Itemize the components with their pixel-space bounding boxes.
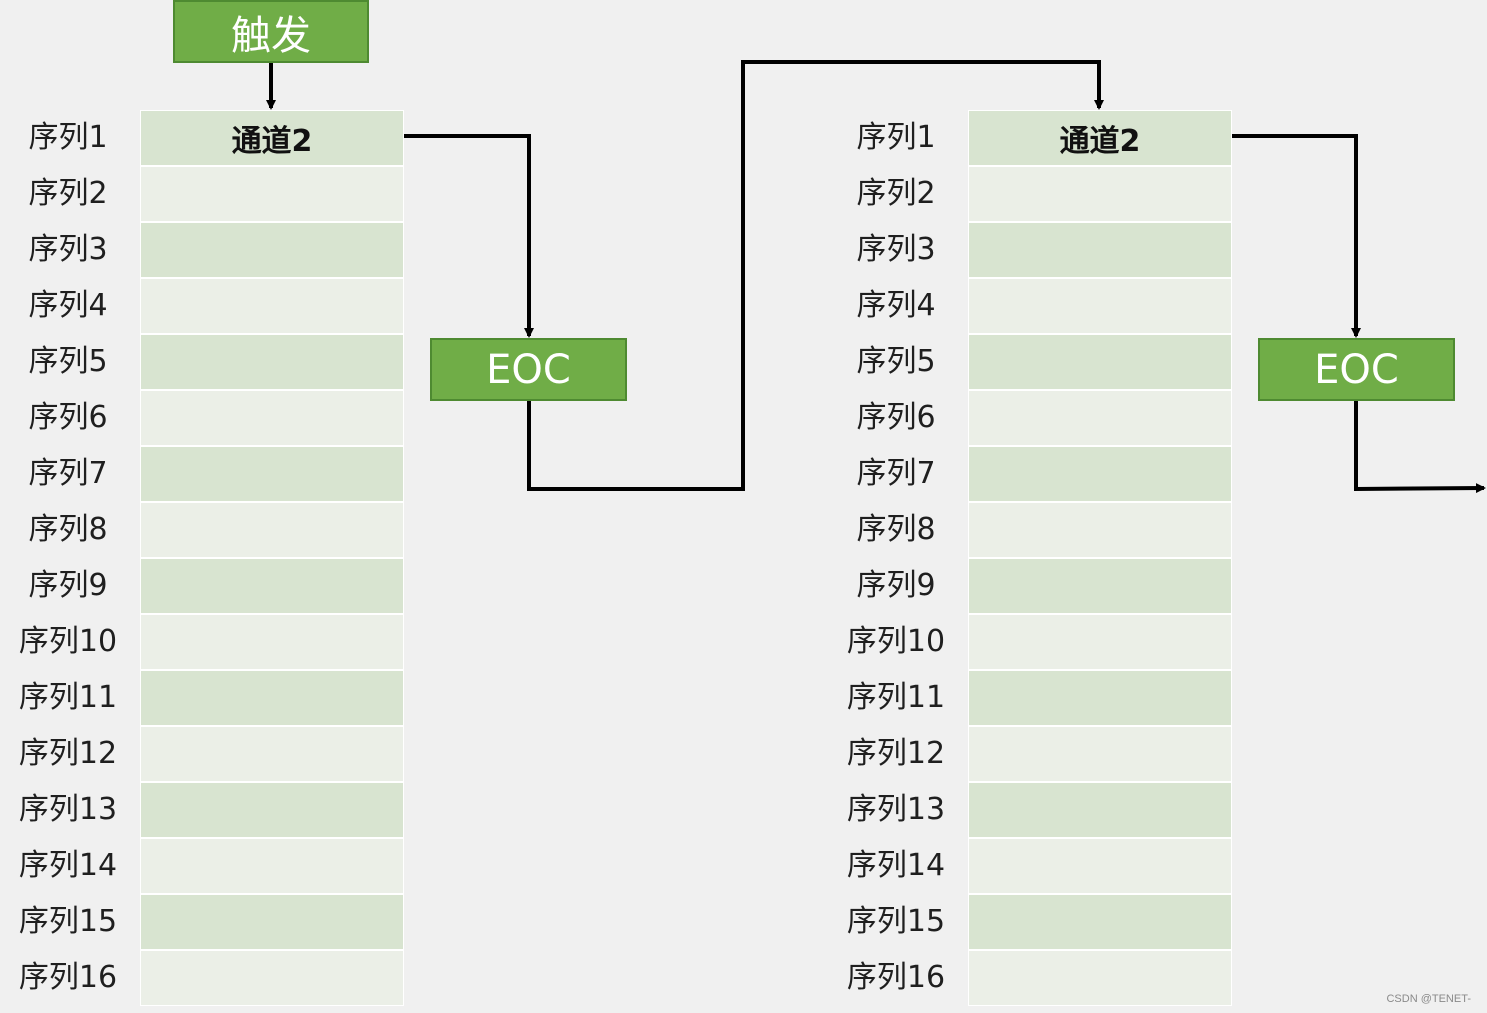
- channel-header-cell: 通道2: [140, 110, 404, 166]
- sequence-label: 序列4: [856, 288, 936, 323]
- sequence-label: 序列12: [18, 736, 118, 771]
- sequence-cell: [968, 390, 1232, 446]
- sequence-cell: [968, 278, 1232, 334]
- sequence-cell: [140, 894, 404, 950]
- sequence-label: 序列2: [28, 176, 108, 211]
- eoc-box-right: EOC: [1258, 338, 1455, 401]
- sequence-cell: [968, 166, 1232, 222]
- sequence-label: 序列15: [18, 904, 118, 939]
- sequence-cell: [140, 390, 404, 446]
- sequence-label: 序列6: [856, 400, 936, 435]
- sequence-label: 序列1: [856, 120, 936, 155]
- sequence-cell: [968, 222, 1232, 278]
- sequence-cell: [140, 950, 404, 1006]
- sequence-cell: [140, 670, 404, 726]
- sequence-cell: [140, 502, 404, 558]
- sequence-label: 序列14: [18, 848, 118, 883]
- arrow-eoc-right-out: [1354, 401, 1486, 494]
- sequence-cell: [140, 222, 404, 278]
- sequence-label: 序列6: [28, 400, 108, 435]
- channel-header-cell: 通道2: [968, 110, 1232, 166]
- sequence-label: 序列5: [28, 344, 108, 379]
- sequence-cell: [140, 446, 404, 502]
- sequence-label: 序列11: [18, 680, 118, 715]
- sequence-cell: [968, 558, 1232, 614]
- sequence-label: 序列8: [28, 512, 108, 547]
- watermark: CSDN @TENET-: [1386, 993, 1471, 1005]
- sequence-cell: [140, 614, 404, 670]
- arrow-channel-to-eoc-right: [1232, 134, 1361, 338]
- sequence-cell: [968, 782, 1232, 838]
- sequence-label: 序列16: [846, 960, 946, 995]
- eoc-box-left: EOC: [430, 338, 627, 401]
- trigger-label: 触发: [231, 12, 311, 59]
- sequence-cell: [968, 894, 1232, 950]
- sequence-label: 序列13: [846, 792, 946, 827]
- sequence-label: 序列3: [28, 232, 108, 267]
- sequence-label: 序列11: [846, 680, 946, 715]
- sequence-label: 序列9: [28, 568, 108, 603]
- sequence-label: 序列7: [856, 456, 936, 491]
- sequence-label: 序列13: [18, 792, 118, 827]
- sequence-cell: [140, 558, 404, 614]
- eoc-label-right: EOC: [1314, 346, 1399, 393]
- sequence-label: 序列1: [28, 120, 108, 155]
- sequence-cell: [140, 726, 404, 782]
- sequence-label: 序列2: [856, 176, 936, 211]
- sequence-label: 序列12: [846, 736, 946, 771]
- sequence-cell: [968, 614, 1232, 670]
- sequence-label: 序列8: [856, 512, 936, 547]
- sequence-label: 序列3: [856, 232, 936, 267]
- sequence-label: 序列5: [856, 344, 936, 379]
- sequence-cell: [968, 446, 1232, 502]
- sequence-label: 序列4: [28, 288, 108, 323]
- channel-header-label: 通道2: [231, 124, 313, 159]
- sequence-cell: [968, 670, 1232, 726]
- sequence-cell: [140, 278, 404, 334]
- sequence-cell: [968, 726, 1232, 782]
- sequence-label: 序列14: [846, 848, 946, 883]
- channel-header-label: 通道2: [1059, 124, 1141, 159]
- sequence-cell: [968, 334, 1232, 390]
- eoc-label-left: EOC: [486, 346, 571, 393]
- sequence-label: 序列16: [18, 960, 118, 995]
- sequence-label: 序列10: [18, 624, 118, 659]
- sequence-cell: [140, 782, 404, 838]
- trigger-box: 触发: [173, 0, 369, 63]
- sequence-label: 序列7: [28, 456, 108, 491]
- sequence-cell: [968, 838, 1232, 894]
- sequence-label: 序列9: [856, 568, 936, 603]
- sequence-cell: [968, 502, 1232, 558]
- arrow-channel-to-eoc-left: [404, 134, 534, 338]
- sequence-cell: [140, 334, 404, 390]
- sequence-label: 序列15: [846, 904, 946, 939]
- sequence-label: 序列10: [846, 624, 946, 659]
- sequence-cell: [140, 166, 404, 222]
- sequence-cell: [968, 950, 1232, 1006]
- sequence-cell: [140, 838, 404, 894]
